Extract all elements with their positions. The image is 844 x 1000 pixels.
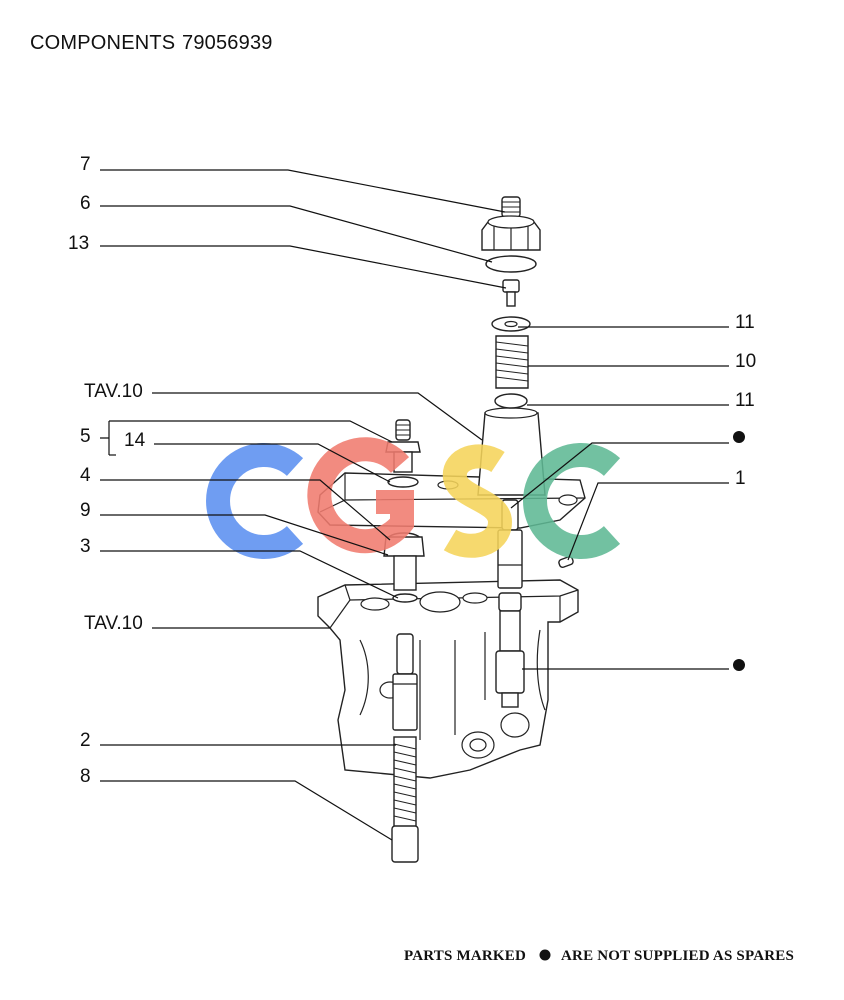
callout-1: 1 bbox=[735, 468, 746, 489]
part-2-spring bbox=[393, 736, 417, 828]
callout-5: 5 bbox=[80, 426, 91, 447]
leader-lines bbox=[100, 169, 729, 841]
not-supplied-bullet-upper bbox=[733, 431, 745, 443]
part-8-plug bbox=[391, 825, 419, 863]
callout-13: 13 bbox=[68, 233, 89, 254]
part-14-washer bbox=[387, 476, 419, 488]
part-13-valve bbox=[502, 279, 520, 307]
header-title: COMPONENTS bbox=[30, 32, 175, 54]
callout-11-lower: 11 bbox=[735, 390, 755, 411]
part-10-spring bbox=[495, 335, 529, 389]
callout-4: 4 bbox=[80, 465, 91, 486]
callout-2: 2 bbox=[80, 730, 91, 751]
callout-10: 10 bbox=[735, 351, 756, 372]
part-11-upper-washer bbox=[491, 316, 531, 332]
callout-7: 7 bbox=[80, 154, 91, 175]
part-6-seal-ring bbox=[485, 255, 537, 273]
header-code: 79056939 bbox=[182, 32, 273, 54]
callout-tav10-lower: TAV.10 bbox=[84, 613, 143, 634]
not-supplied-bullet-lower bbox=[733, 659, 745, 671]
part-7-fitting bbox=[481, 196, 541, 251]
callout-14: 14 bbox=[124, 430, 146, 451]
footer-suffix: ARE NOT SUPPLIED AS SPARES bbox=[561, 948, 794, 964]
part-1-pin bbox=[558, 555, 574, 569]
callout-tav10-upper: TAV.10 bbox=[84, 381, 143, 402]
callout-9: 9 bbox=[80, 500, 91, 521]
left-piston bbox=[392, 633, 418, 731]
callout-8: 8 bbox=[80, 766, 91, 787]
callout-6: 6 bbox=[80, 193, 91, 214]
callout-11-upper: 11 bbox=[735, 312, 755, 333]
pump-body bbox=[317, 579, 579, 779]
footer-bullet bbox=[539, 949, 551, 961]
part-11-lower-washer bbox=[494, 393, 528, 409]
footer-prefix: PARTS MARKED bbox=[404, 948, 526, 964]
part-3-o-ring bbox=[392, 593, 418, 603]
callout-3: 3 bbox=[80, 536, 91, 557]
cgsc-watermark bbox=[206, 437, 621, 559]
